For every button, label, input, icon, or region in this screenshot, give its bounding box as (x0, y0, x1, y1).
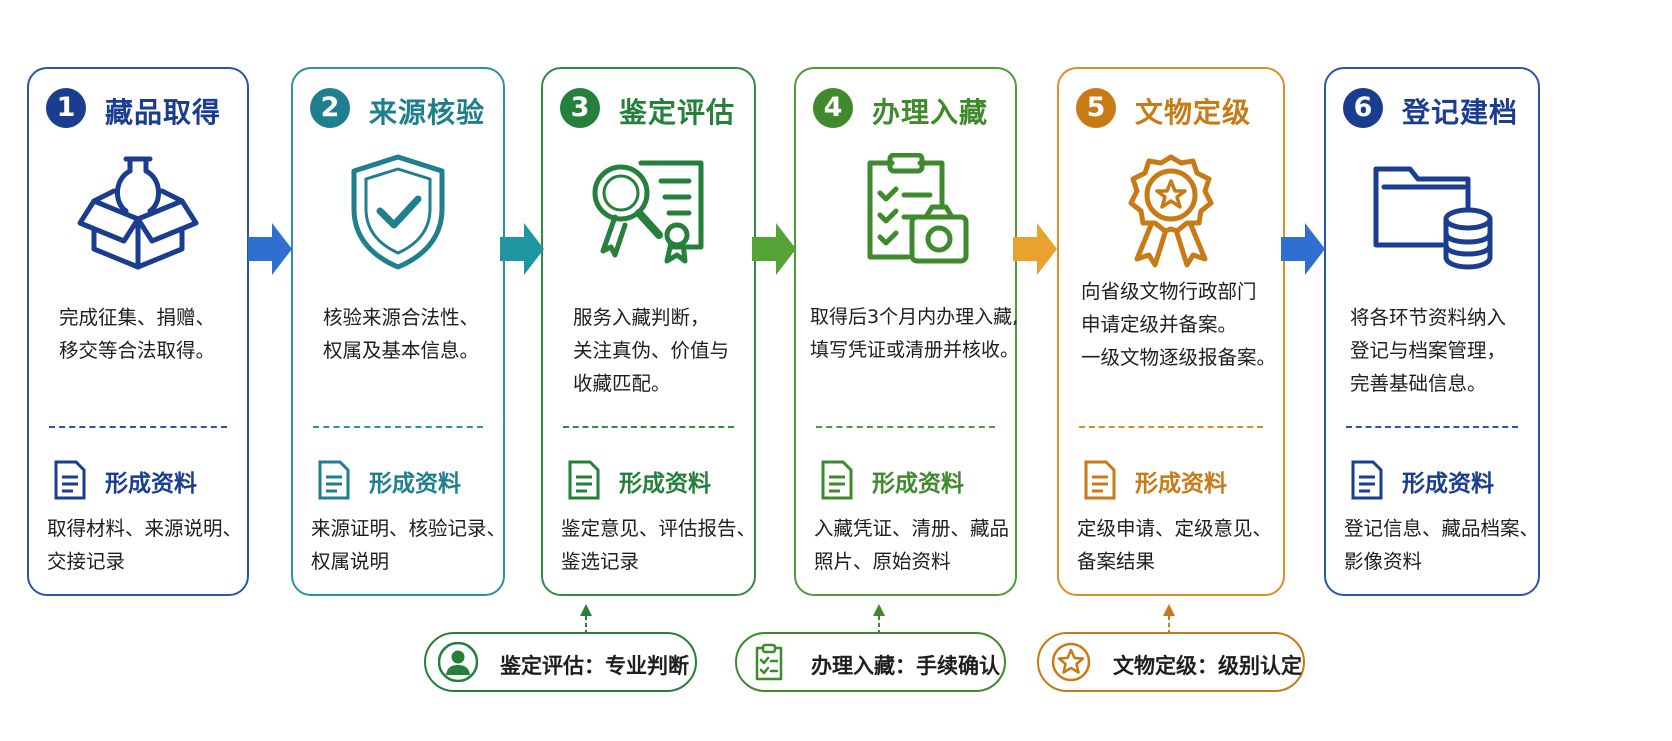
star-circle-icon (1051, 642, 1091, 682)
form-materials-list: 定级申请、定级意见、备案结果 (1077, 517, 1273, 573)
note-connector-3 (580, 604, 592, 638)
form-materials-title: 形成资料 (872, 471, 964, 497)
document-icon (1351, 460, 1383, 500)
step-title: 文物定级 (1135, 96, 1252, 129)
document-icon (1084, 460, 1116, 500)
flow-arrow-3-4 (752, 223, 796, 275)
form-materials-list: 鉴定意见、评估报告、鉴选记录 (561, 517, 757, 573)
award-medal-icon (1059, 153, 1283, 271)
box-with-vase-icon (29, 153, 247, 271)
form-materials-title: 形成资料 (619, 471, 711, 497)
step-title: 登记建档 (1402, 96, 1519, 129)
step-card-5: 5 文物定级 向省级文物行政部门申请定级并备案。一级文物逐级报备案。 形成资料 … (1057, 67, 1285, 596)
person-icon (438, 642, 478, 682)
form-materials-title: 形成资料 (1135, 471, 1227, 497)
step-number-badge: 3 (560, 88, 600, 128)
step-description: 向省级文物行政部门申请定级并备案。一级文物逐级报备案。 (1081, 280, 1277, 369)
document-icon (821, 460, 853, 500)
step-description: 服务入藏判断，关注真伪、价值与收藏匹配。 (573, 306, 730, 395)
form-materials-title: 形成资料 (105, 471, 197, 497)
clipboard-camera-icon (796, 152, 1015, 271)
flow-arrow-1-2 (248, 223, 292, 275)
dashed-divider (49, 426, 227, 428)
step-title: 来源核验 (369, 96, 486, 129)
flow-arrow-5-6 (1281, 223, 1325, 275)
form-materials-list: 取得材料、来源说明、交接记录 (47, 517, 243, 573)
document-icon (54, 460, 86, 500)
flow-arrow-4-5 (1013, 223, 1057, 275)
dashed-divider (313, 426, 483, 428)
note-connector-5 (1163, 604, 1175, 638)
dashed-divider (563, 426, 734, 428)
step-description: 完成征集、捐赠、移交等合法取得。 (59, 306, 216, 362)
step-description: 核验来源合法性、权属及基本信息。 (323, 306, 480, 362)
step-card-1: 1 藏品取得 完成征集、捐赠、移交等合法取得。 形成资料 取得材料、来源说明、交… (27, 67, 249, 596)
step-number-badge: 2 (310, 88, 350, 128)
step-title: 藏品取得 (105, 96, 222, 129)
step-card-3: 3 鉴定评估 服务入藏判断，关注真伪、价值与收藏匹配。 形成资料 鉴定意见、评估… (541, 67, 756, 596)
note-text: 办理入藏：手续确认 (811, 654, 1000, 678)
note-pill-accession: 办理入藏：手续确认 (735, 632, 1006, 692)
clipboard-check-icon (755, 643, 783, 681)
note-connector-4 (873, 604, 885, 638)
note-text: 文物定级：级别认定 (1113, 654, 1302, 678)
form-materials-list: 登记信息、藏品档案、影像资料 (1344, 517, 1540, 573)
form-materials-title: 形成资料 (369, 471, 461, 497)
step-card-6: 6 登记建档 将各环节资料纳入登记与档案管理，完善基础信息。 形成资料 登记信息… (1324, 67, 1540, 596)
document-icon (318, 460, 350, 500)
step-description: 取得后3个月内办理入藏,填写凭证或清册并核收。 (810, 306, 1020, 361)
shield-check-icon (293, 153, 503, 271)
step-title: 鉴定评估 (619, 96, 736, 129)
note-text: 鉴定评估：专业判断 (500, 654, 689, 678)
step-card-4: 4 办理入藏 取得后3个月内办理入藏,填写凭证或清册并核收。 形成资料 入藏凭证… (794, 67, 1020, 596)
step-title: 办理入藏 (872, 96, 989, 129)
step-number-badge: 6 (1343, 88, 1383, 128)
flow-arrow-2-3 (500, 223, 544, 275)
magnifier-certificate-icon (543, 153, 754, 271)
form-materials-list: 入藏凭证、清册、藏品照片、原始资料 (814, 517, 1010, 573)
step-number-badge: 5 (1076, 88, 1116, 128)
form-materials-title: 形成资料 (1402, 471, 1494, 497)
document-icon (568, 460, 600, 500)
step-number-badge: 1 (46, 88, 86, 128)
note-pill-grading: 文物定级：级别认定 (1037, 632, 1305, 692)
dashed-divider (1346, 426, 1518, 428)
step-number-badge: 4 (813, 88, 853, 128)
step-card-2: 2 来源核验 核验来源合法性、权属及基本信息。 形成资料 来源证明、核验记录、权… (291, 67, 507, 596)
form-materials-list: 来源证明、核验记录、权属说明 (311, 517, 507, 573)
dashed-divider (816, 426, 995, 428)
step-description: 将各环节资料纳入登记与档案管理，完善基础信息。 (1350, 306, 1507, 395)
note-pill-appraisal: 鉴定评估：专业判断 (424, 632, 697, 692)
folder-database-icon (1326, 153, 1538, 271)
dashed-divider (1079, 426, 1263, 428)
